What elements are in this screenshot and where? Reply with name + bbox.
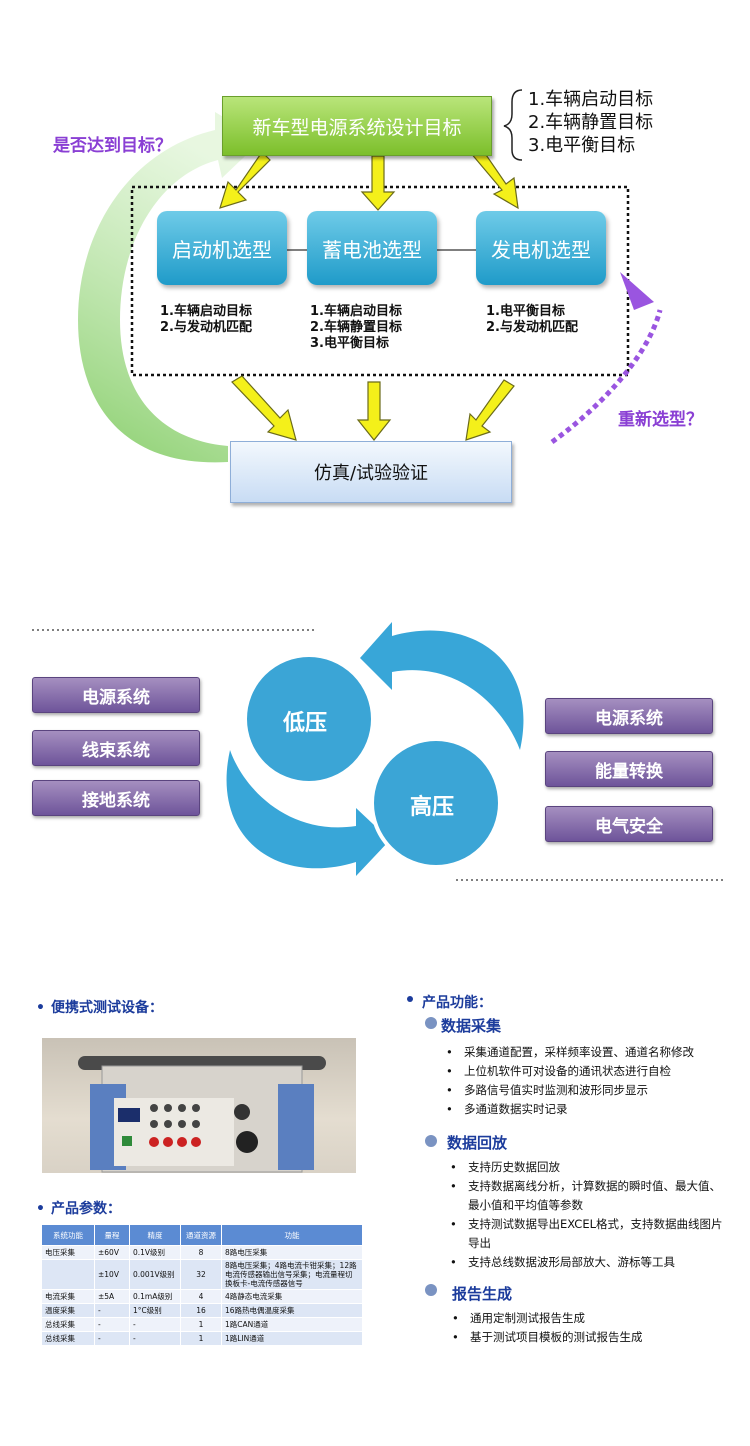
- feature-bullets: [407, 996, 437, 1296]
- test-device-photo: [42, 1038, 356, 1173]
- purple-dotted-arrow: [550, 309, 663, 445]
- feature-title-acquisition: 数据采集: [441, 1017, 502, 1035]
- goal-item: 3.电平衡目标: [528, 135, 636, 156]
- arrow-down-center: [360, 155, 396, 211]
- low-voltage-circle: [243, 653, 375, 785]
- target-reached-question: 是否达到目标？: [53, 136, 172, 156]
- arrow-sim-left: [231, 375, 297, 441]
- feature-title-report: 报告生成: [452, 1285, 513, 1303]
- alternator-requirements: 1.电平衡目标 2.与发动机匹配: [486, 304, 578, 336]
- goal-item: 2.车辆静置目标: [528, 112, 654, 133]
- battery-selection-label: 蓄电池选型: [322, 237, 422, 262]
- goal-list: 1.车辆启动目标 2.车辆静置目标 3.电平衡目标: [528, 88, 653, 157]
- list-item: 支持历史数据回放: [446, 1158, 726, 1177]
- table-header-row: 系统功能 量程 精度 通道资源 功能: [41, 1224, 363, 1246]
- button-label: 线束系统: [82, 740, 150, 761]
- list-item: 多通道数据实时记录: [442, 1100, 727, 1119]
- high-voltage-circle: [370, 737, 502, 869]
- power-system-button-left: 电源系统: [32, 677, 200, 713]
- starter-selection-box: 启动机选型: [157, 211, 287, 285]
- reselect-question: 重新选型？: [618, 410, 703, 430]
- button-label: 电源系统: [82, 687, 150, 708]
- feature-title-playback: 数据回放: [447, 1134, 508, 1152]
- button-label: 电气安全: [595, 816, 663, 837]
- arrow-sim-right: [465, 379, 515, 441]
- device-illustration: [78, 1056, 326, 1173]
- requirement-item: 2.与发动机匹配: [486, 320, 578, 335]
- playback-list: 支持历史数据回放 支持数据离线分析，计算数据的瞬时值、最大值、最小值和平均值等参…: [446, 1158, 726, 1272]
- list-item: 支持总线数据波形局部放大、游标等工具: [446, 1253, 726, 1272]
- battery-requirements: 1.车辆启动目标 2.车辆静置目标 3.电平衡目标: [310, 304, 402, 352]
- list-item: 采集通道配置，采样频率设置、通道名称修改: [442, 1043, 727, 1062]
- list-item: 基于测试项目模板的测试报告生成: [448, 1328, 728, 1347]
- grounding-system-button: 接地系统: [32, 780, 200, 816]
- table-header: 精度: [129, 1224, 181, 1246]
- list-item: 支持测试数据导出EXCEL格式，支持数据曲线图片导出: [446, 1215, 726, 1253]
- arrow-sim-center: [356, 381, 392, 441]
- portable-device-heading: •便携式测试设备：: [36, 1000, 163, 1016]
- voltage-graphics: [32, 622, 724, 881]
- starter-requirements: 1.车辆启动目标 2.与发动机匹配: [160, 304, 252, 336]
- table-header: 通道资源: [180, 1224, 222, 1246]
- list-item: 通用定制测试报告生成: [448, 1309, 728, 1328]
- requirement-item: 2.与发动机匹配: [160, 320, 252, 335]
- list-item: 多路信号值实时监测和波形同步显示: [442, 1081, 727, 1100]
- goals-bracket: [503, 89, 523, 161]
- alternator-selection-box: 发电机选型: [476, 211, 606, 285]
- high-voltage-label: 高压: [410, 795, 455, 820]
- list-item: 支持数据离线分析，计算数据的瞬时值、最大值、最小值和平均值等参数: [446, 1177, 726, 1215]
- purple-arrowhead: [620, 272, 654, 310]
- design-target-box: 新车型电源系统设计目标: [222, 96, 492, 156]
- requirement-item: 1.电平衡目标: [486, 304, 565, 319]
- product-params-heading: •产品参数：: [36, 1201, 121, 1217]
- simulation-test-box: 仿真/试验验证: [230, 441, 512, 503]
- starter-selection-label: 启动机选型: [172, 237, 272, 262]
- energy-conversion-button: 能量转换: [545, 751, 713, 787]
- product-features-heading: 产品功能：: [422, 995, 492, 1011]
- yellow-arrows: [219, 145, 519, 441]
- list-item: 上位机软件可对设备的通讯状态进行自检: [442, 1062, 727, 1081]
- harness-system-button: 线束系统: [32, 730, 200, 766]
- power-system-button-right: 电源系统: [545, 698, 713, 734]
- cycle-arrow-bottom: [226, 750, 390, 876]
- low-voltage-label: 低压: [283, 711, 328, 736]
- button-label: 接地系统: [82, 790, 150, 811]
- simulation-test-label: 仿真/试验验证: [313, 463, 429, 484]
- report-list: 通用定制测试报告生成 基于测试项目模板的测试报告生成: [448, 1309, 728, 1347]
- electrical-safety-button: 电气安全: [545, 806, 713, 842]
- table-header: 功能: [221, 1224, 363, 1246]
- flow-graphics: [78, 89, 663, 463]
- requirement-item: 2.车辆静置目标: [310, 320, 402, 335]
- acquisition-list: 采集通道配置，采样频率设置、通道名称修改 上位机软件可对设备的通讯状态进行自检 …: [442, 1043, 727, 1119]
- cycle-arrow-top: [360, 622, 524, 750]
- button-label: 电源系统: [595, 708, 663, 729]
- requirement-item: 1.车辆启动目标: [310, 304, 402, 319]
- battery-selection-box: 蓄电池选型: [307, 211, 437, 285]
- alternator-selection-label: 发电机选型: [491, 237, 591, 262]
- goal-item: 1.车辆启动目标: [528, 89, 654, 110]
- table-header: 系统功能: [41, 1224, 95, 1246]
- table-header: 量程: [94, 1224, 130, 1246]
- button-label: 能量转换: [595, 761, 663, 782]
- green-return-arrow: [78, 112, 262, 463]
- design-target-label: 新车型电源系统设计目标: [252, 116, 462, 139]
- arrow-down-left: [219, 151, 271, 209]
- requirement-item: 1.车辆启动目标: [160, 304, 252, 319]
- requirement-item: 3.电平衡目标: [310, 336, 389, 351]
